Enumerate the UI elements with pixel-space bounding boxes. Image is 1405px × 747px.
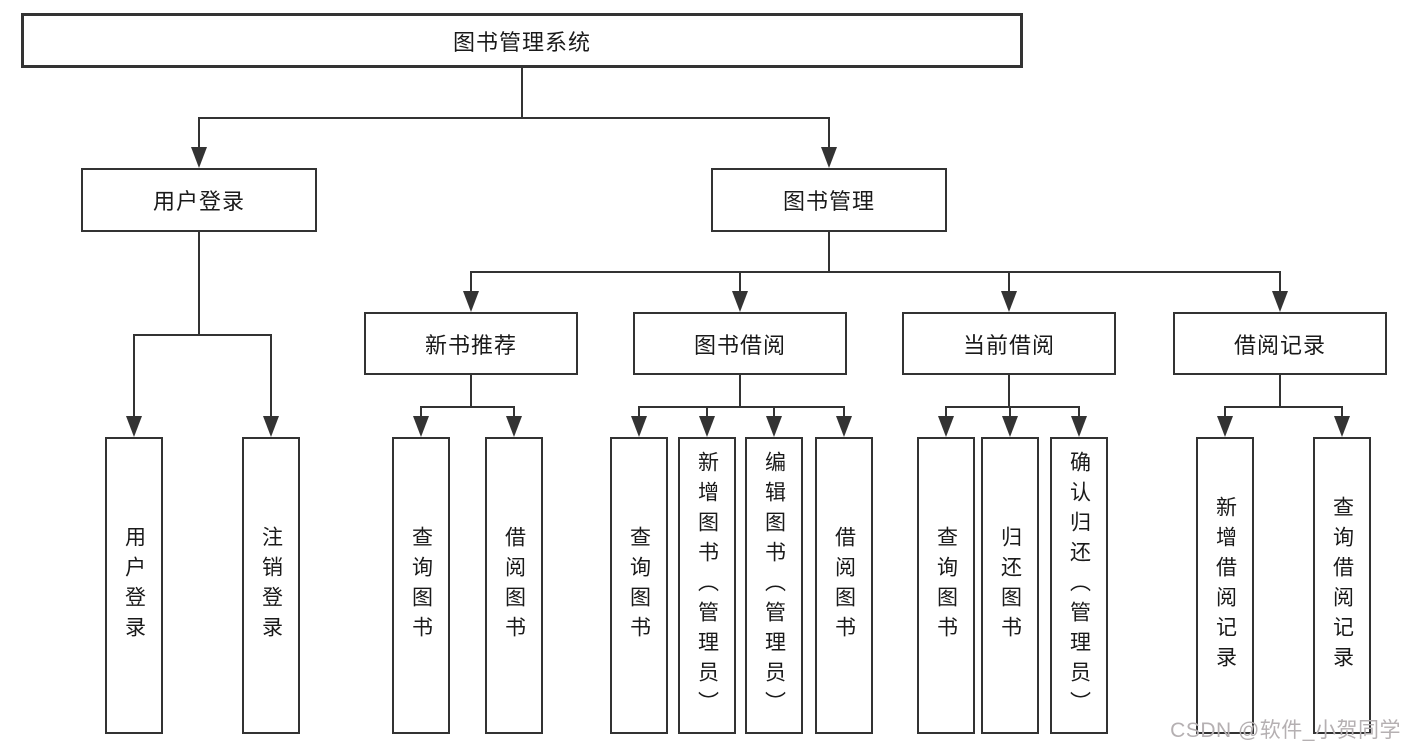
leaf-add-borrow-record-label: 新增借阅记录	[1213, 495, 1237, 676]
node-new-book-recommend-label: 新书推荐	[424, 332, 517, 358]
leaf-edit-books-admin: 编辑图书（管理员）	[745, 437, 803, 734]
node-new-book-recommend: 新书推荐	[364, 312, 578, 375]
leaf-logout-label: 注销登录	[259, 525, 283, 646]
leaf-query-books-current: 查询图书	[917, 437, 975, 734]
leaf-logout: 注销登录	[242, 437, 300, 734]
csdn-watermark: CSDN @软件_小贺同学	[1170, 719, 1401, 742]
leaf-user-login-label: 用户登录	[122, 525, 146, 646]
node-book-borrow-label: 图书借阅	[693, 332, 786, 358]
leaf-return-books: 归还图书	[981, 437, 1039, 734]
leaf-borrow-books-recommend-label: 借阅图书	[502, 525, 526, 646]
leaf-query-books-borrow-label: 查询图书	[627, 525, 651, 646]
leaf-borrow-books-label: 借阅图书	[832, 525, 856, 646]
leaf-confirm-return-admin: 确认归还（管理员）	[1050, 437, 1108, 734]
node-book-management: 图书管理	[711, 168, 947, 232]
node-user-login: 用户登录	[81, 168, 317, 232]
node-book-management-label: 图书管理	[782, 189, 875, 214]
leaf-add-borrow-record: 新增借阅记录	[1196, 437, 1254, 734]
node-current-borrow-label: 当前借阅	[962, 332, 1055, 358]
node-root-system: 图书管理系统	[21, 13, 1023, 68]
node-book-borrow: 图书借阅	[633, 312, 847, 375]
leaf-user-login: 用户登录	[105, 437, 163, 734]
node-user-login-label: 用户登录	[152, 189, 245, 214]
leaf-borrow-books-recommend: 借阅图书	[485, 437, 543, 734]
leaf-add-books-admin-label: 新增图书（管理员）	[695, 450, 719, 721]
node-current-borrow: 当前借阅	[902, 312, 1116, 375]
leaf-add-books-admin: 新增图书（管理员）	[678, 437, 736, 734]
leaf-confirm-return-admin-label: 确认归还（管理员）	[1067, 450, 1091, 721]
leaf-query-borrow-record-label: 查询借阅记录	[1330, 495, 1354, 676]
leaf-query-books-recommend-label: 查询图书	[409, 525, 433, 646]
leaf-query-books-borrow: 查询图书	[610, 437, 668, 734]
leaf-query-books-recommend: 查询图书	[392, 437, 450, 734]
node-borrow-records-label: 借阅记录	[1233, 332, 1326, 358]
leaf-query-borrow-record: 查询借阅记录	[1313, 437, 1371, 734]
leaf-edit-books-admin-label: 编辑图书（管理员）	[762, 450, 786, 721]
leaf-query-books-current-label: 查询图书	[934, 525, 958, 646]
node-root-label: 图书管理系统	[452, 29, 591, 55]
leaf-return-books-label: 归还图书	[998, 525, 1022, 646]
node-borrow-records: 借阅记录	[1173, 312, 1387, 375]
leaf-borrow-books: 借阅图书	[815, 437, 873, 734]
